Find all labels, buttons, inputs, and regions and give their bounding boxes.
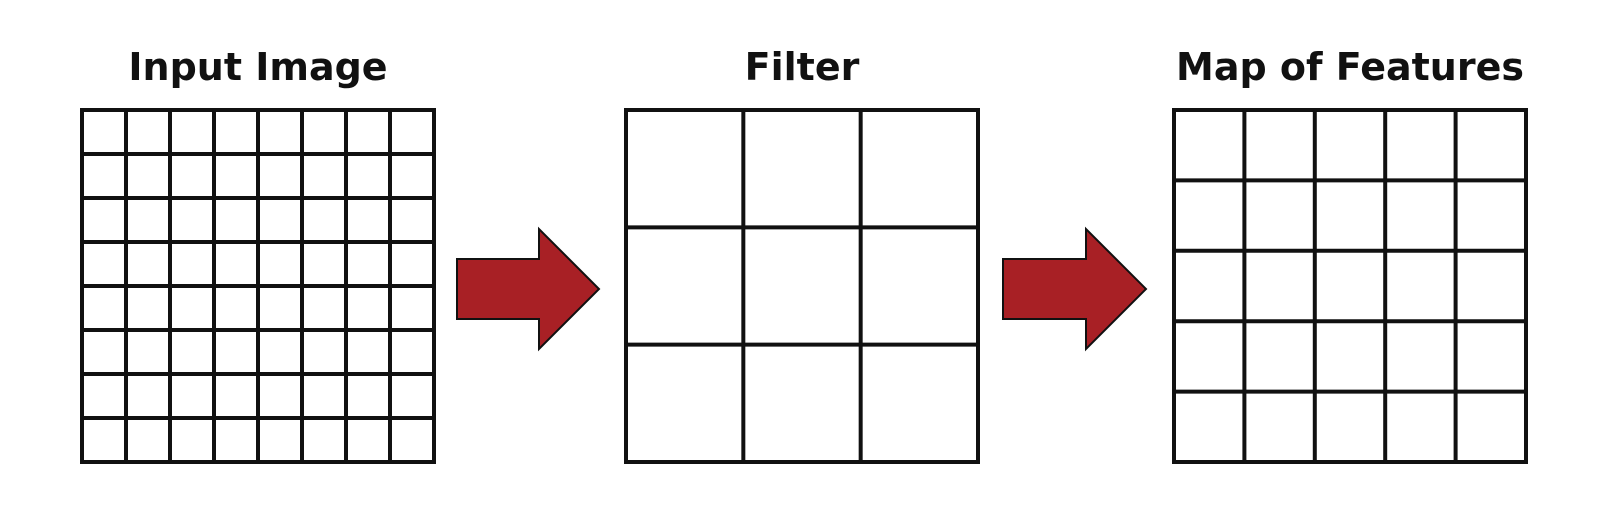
feature-map-title: Map of Features (1176, 45, 1524, 89)
arrow-right-icon (1002, 226, 1148, 352)
input-image-title: Input Image (128, 45, 388, 89)
grid-border (1172, 108, 1528, 464)
input-image-grid (80, 108, 436, 464)
filter-grid (624, 108, 980, 464)
arrow-right-icon (456, 226, 601, 352)
filter-title: Filter (744, 45, 860, 89)
grid-border (624, 108, 980, 464)
feature-map-grid (1172, 108, 1528, 464)
